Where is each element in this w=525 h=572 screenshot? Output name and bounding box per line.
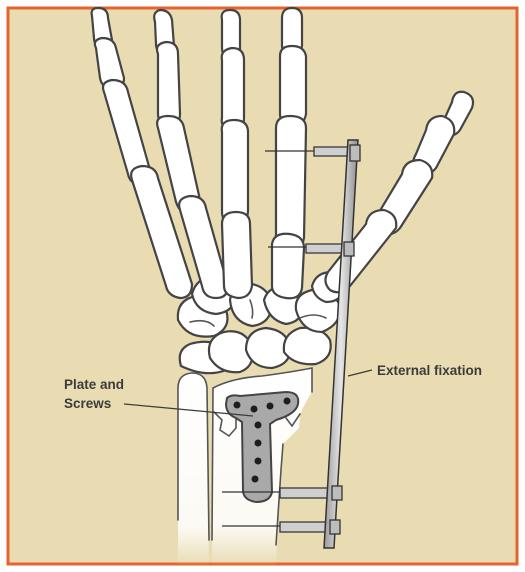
plate-leader-line xyxy=(123,403,254,417)
plate-screw xyxy=(283,397,291,405)
fixator-clamp xyxy=(343,241,355,257)
plate-screw xyxy=(233,401,241,409)
external-fixator xyxy=(222,139,361,549)
pinky-finger-bones xyxy=(90,6,194,300)
external-fixation-label: External fixation xyxy=(377,363,483,378)
plate-screw xyxy=(254,439,262,447)
plate-and-screws-label-line1: Plate and xyxy=(64,377,125,392)
external-fixation-leader-line xyxy=(347,369,373,377)
middle-finger-bones xyxy=(220,8,254,300)
plate-screw xyxy=(251,475,259,483)
ring-finger-bones xyxy=(153,8,230,300)
fixator-clamp xyxy=(349,144,361,162)
plate-and-screws-label-line2: Screws xyxy=(64,396,112,411)
plate-screw xyxy=(254,421,262,429)
ulna-bone xyxy=(177,372,210,566)
plate-screw xyxy=(254,457,262,465)
plate-screw xyxy=(250,405,258,413)
fixator-pin xyxy=(313,146,353,157)
plate-screw xyxy=(266,402,274,410)
fixator-clamp xyxy=(329,519,341,535)
plate-screws xyxy=(233,397,291,483)
fixator-clamp xyxy=(331,485,343,501)
index-finger-bones xyxy=(270,6,308,300)
